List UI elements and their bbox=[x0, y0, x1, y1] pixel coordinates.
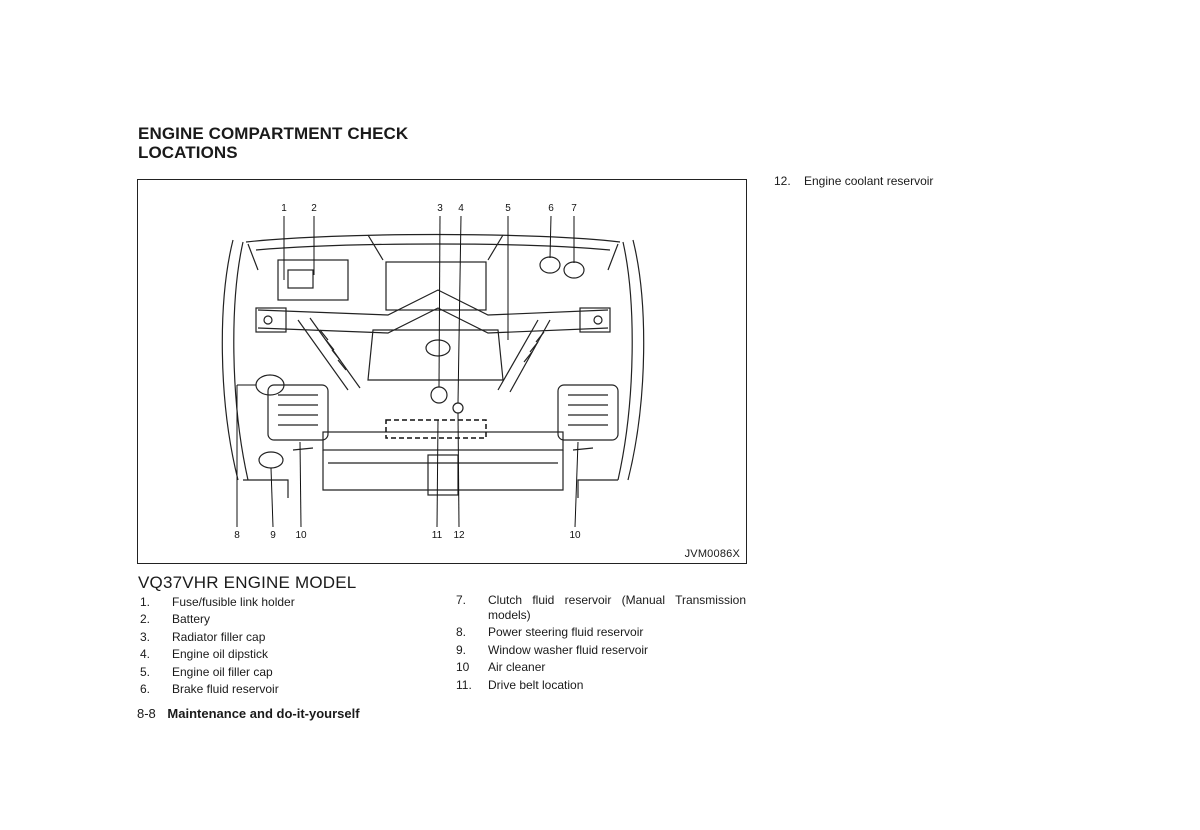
legend-text: Engine oil dipstick bbox=[172, 647, 269, 662]
legend-item: 7. Clutch fluid reservoir (Manual Transmi… bbox=[456, 593, 746, 623]
legend-list-left: 1. Fuse/fusible link holder 2. Battery 3. R… bbox=[140, 595, 440, 699]
legend-number: 8. bbox=[456, 625, 467, 640]
callout-3: 3 bbox=[437, 203, 443, 214]
callout-11: 11 bbox=[432, 530, 443, 541]
callout-12: 12 bbox=[453, 530, 465, 541]
legend-number: 2. bbox=[140, 612, 151, 627]
section-title: ENGINE COMPARTMENT CHECK LOCATIONS bbox=[138, 124, 408, 162]
callout-4: 4 bbox=[458, 203, 464, 214]
legend-item: 1. Fuse/fusible link holder bbox=[140, 595, 440, 610]
legend-item: 6. Brake fluid reservoir bbox=[140, 682, 440, 697]
legend-item: 8. Power steering fluid reservoir bbox=[456, 625, 746, 640]
legend-item: 2. Battery bbox=[140, 612, 440, 627]
callout-10-right: 10 bbox=[569, 530, 581, 541]
legend-text: Air cleaner bbox=[488, 660, 546, 675]
legend-text: Clutch fluid reservoir (Manual Transmiss… bbox=[488, 593, 746, 622]
engine-diagram: 1 2 3 4 5 6 7 8 9 10 11 12 10 bbox=[221, 203, 645, 541]
callout-numbers: 1 2 3 4 5 6 7 8 9 10 11 12 10 bbox=[234, 203, 581, 541]
legend-text: Power steering fluid reservoir bbox=[488, 625, 644, 640]
footer-section-name: Maintenance and do-it-yourself bbox=[167, 706, 360, 721]
legend-number: 5. bbox=[140, 664, 151, 679]
callout-7: 7 bbox=[571, 203, 577, 214]
legend-number: 9. bbox=[456, 642, 467, 657]
legend-number: 10 bbox=[456, 660, 470, 675]
legend-item: 10 Air cleaner bbox=[456, 660, 746, 675]
callout-8: 8 bbox=[234, 530, 240, 541]
legend-number: 4. bbox=[140, 647, 151, 662]
engine-compartment-figure: 1 2 3 4 5 6 7 8 9 10 11 12 10 JVM0086X bbox=[137, 179, 747, 564]
callout-5: 5 bbox=[505, 203, 511, 214]
page-number: 8-8 bbox=[137, 706, 156, 721]
legend-text: Engine oil filler cap bbox=[172, 664, 273, 679]
legend-list-middle: 7. Clutch fluid reservoir (Manual Transmi… bbox=[456, 593, 746, 695]
legend-text: Fuse/fusible link holder bbox=[172, 595, 295, 609]
legend-text: Window washer fluid reservoir bbox=[488, 642, 649, 657]
legend-number: 11. bbox=[456, 677, 472, 692]
drive-belt-highlight bbox=[385, 419, 487, 439]
legend-number: 3. bbox=[140, 629, 151, 644]
legend-item: 11. Drive belt location bbox=[456, 678, 746, 693]
legend-item: 3. Radiator filler cap bbox=[140, 630, 440, 645]
legend-text: Engine coolant reservoir bbox=[804, 174, 934, 188]
legend-text: Brake fluid reservoir bbox=[172, 681, 279, 696]
section-title-line2: LOCATIONS bbox=[138, 143, 238, 162]
legend-item: 9. Window washer fluid reservoir bbox=[456, 643, 746, 658]
callout-6: 6 bbox=[548, 203, 554, 214]
legend-number: 7. bbox=[456, 593, 467, 607]
legend-item: 12. Engine coolant reservoir bbox=[774, 174, 1074, 189]
legend-number: 1. bbox=[140, 595, 151, 609]
legend-number: 6. bbox=[140, 681, 151, 696]
callout-10-left: 10 bbox=[295, 530, 307, 541]
callout-2: 2 bbox=[311, 203, 317, 214]
page-footer: 8-8 Maintenance and do-it-yourself bbox=[137, 706, 360, 721]
legend-text: Drive belt location bbox=[488, 677, 584, 692]
section-title-line1: ENGINE COMPARTMENT CHECK bbox=[138, 124, 409, 143]
figure-id: JVM0086X bbox=[684, 548, 740, 560]
callout-9: 9 bbox=[270, 530, 276, 541]
legend-text: Battery bbox=[172, 612, 211, 627]
legend-item: 5. Engine oil filler cap bbox=[140, 665, 440, 680]
legend-list-right: 12. Engine coolant reservoir bbox=[774, 174, 1074, 191]
engine-illustration bbox=[221, 233, 645, 498]
callout-leaders bbox=[236, 215, 579, 528]
model-heading: VQ37VHR ENGINE MODEL bbox=[138, 573, 357, 592]
legend-number: 12. bbox=[774, 174, 791, 188]
legend-item: 4. Engine oil dipstick bbox=[140, 647, 440, 662]
callout-1: 1 bbox=[281, 203, 287, 214]
legend-text: Radiator filler cap bbox=[172, 629, 266, 644]
